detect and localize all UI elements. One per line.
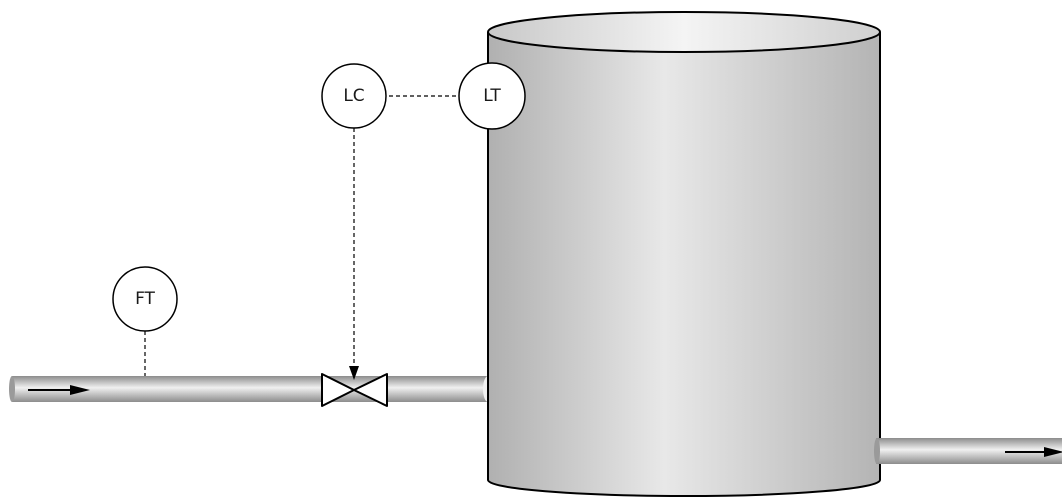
- level-transmitter: LT: [458, 62, 526, 130]
- lc-tag: LC: [343, 86, 364, 106]
- ft-tag: FT: [135, 289, 155, 309]
- inlet-flow-arrow: [28, 385, 90, 395]
- lt-tag: LT: [483, 86, 501, 106]
- signal-arrowhead: [349, 366, 359, 380]
- tank-top: [487, 11, 881, 53]
- inlet-pipe: [9, 376, 493, 402]
- outlet-flow-arrow: [1005, 447, 1062, 457]
- level-controller: LC: [321, 63, 387, 129]
- tank: [487, 11, 881, 497]
- flow-transmitter: FT: [112, 266, 178, 332]
- control-valve: [321, 373, 388, 407]
